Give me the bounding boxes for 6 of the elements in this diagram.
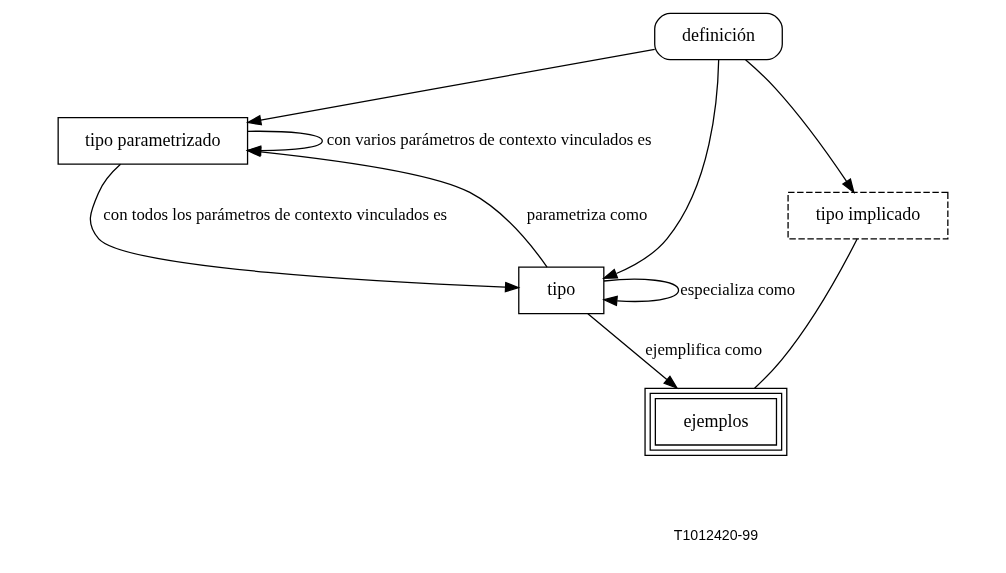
edge-label: parametriza como	[526, 205, 648, 225]
label: T1012420-99	[673, 527, 759, 544]
edge-label: especializa como	[680, 279, 796, 299]
edge-label: con todos los parámetros de contexto vinculados es	[103, 205, 448, 225]
edge-label: con varios parámetros de contexto vinculados es	[326, 130, 652, 150]
edge-label: ejemplifica como	[645, 340, 763, 360]
